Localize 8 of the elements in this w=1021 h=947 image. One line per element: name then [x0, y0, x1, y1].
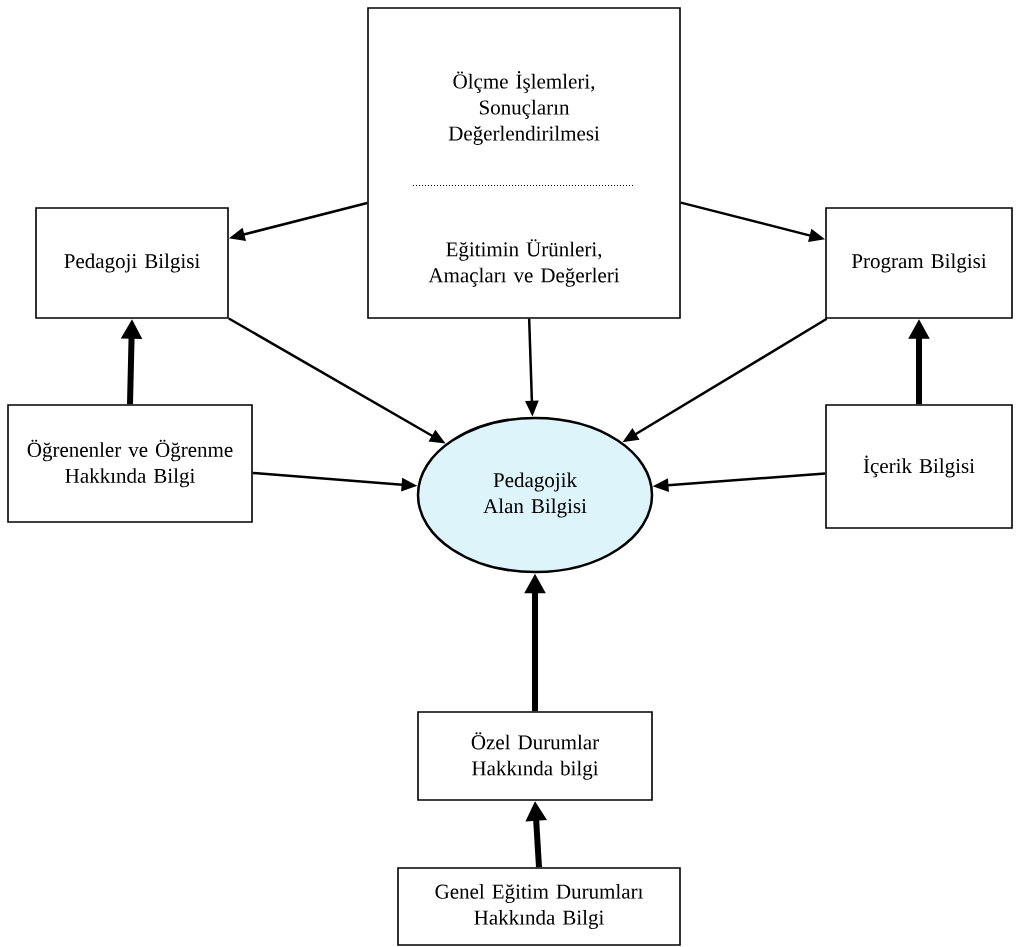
- text-box: Program Bilgisi: [825, 207, 1013, 319]
- text-box: Genel Eğitim Durumları Hakkında Bilgi: [397, 867, 681, 946]
- ellipse-node: Pedagojik Alan Bilgisi: [416, 416, 654, 574]
- text-box: İçerik Bilgisi: [825, 404, 1013, 529]
- text-box: Öğrenenler ve Öğrenme Hakkında Bilgi: [7, 404, 253, 523]
- text-box: Özel Durumlar Hakkında bilgi: [417, 711, 653, 801]
- text-box: Ölçme İşlemleri, Sonuçların Değerlendirilmesi Eğitimin Ürünleri, Amaçları ve Değerleri: [367, 7, 681, 319]
- text-box: Pedagoji Bilgisi: [35, 207, 229, 319]
